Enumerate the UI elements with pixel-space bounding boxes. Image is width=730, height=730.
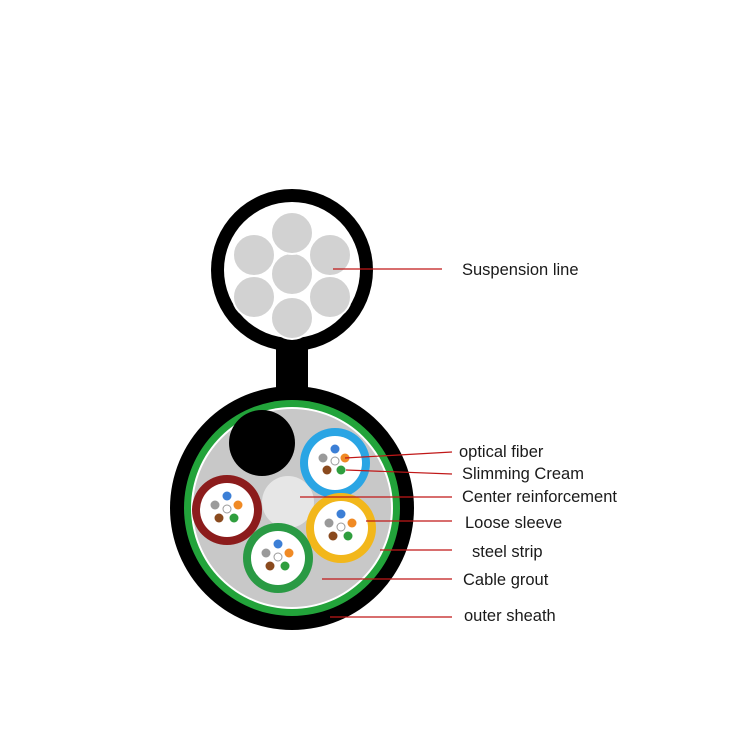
leader-lines	[300, 268, 453, 618]
label-center-reinforcement: Center reinforcement	[462, 488, 617, 506]
main-cable	[170, 386, 414, 630]
fiber	[210, 500, 220, 510]
label-cable-grout: Cable grout	[463, 571, 549, 589]
fiber	[222, 491, 232, 501]
fiber	[273, 539, 283, 549]
suspension-wire	[308, 233, 352, 277]
leader-slimming-cream	[345, 469, 453, 475]
fiber	[284, 548, 294, 558]
label-optical-fiber: optical fiber	[459, 443, 544, 461]
fiber	[280, 561, 290, 571]
fiber	[336, 509, 346, 519]
fiber	[330, 444, 340, 454]
fiber	[322, 465, 332, 475]
fiber	[336, 465, 346, 475]
label-suspension-line: Suspension line	[462, 261, 579, 279]
fiber	[330, 456, 340, 466]
fiber	[265, 561, 275, 571]
fiber	[324, 518, 334, 528]
fiber	[318, 453, 328, 463]
suspension-wire	[232, 275, 276, 319]
label-outer-sheath: outer sheath	[464, 607, 556, 625]
fiber	[233, 500, 243, 510]
loose-tube-red	[192, 475, 262, 545]
suspension-wire	[232, 233, 276, 277]
fiber	[336, 522, 346, 532]
fiber	[214, 513, 224, 523]
filler-rod	[229, 410, 295, 476]
fiber	[328, 531, 338, 541]
suspension-wire	[308, 275, 352, 319]
leader-optical-fiber	[344, 451, 453, 459]
center-reinforcement	[262, 476, 314, 528]
fiber	[261, 548, 271, 558]
fiber	[273, 552, 283, 562]
suspension-wire-center	[270, 252, 314, 296]
fiber	[343, 531, 353, 541]
suspension-line	[211, 189, 373, 400]
fiber	[222, 504, 232, 514]
label-slimming-cream: Slimming Cream	[462, 465, 584, 483]
label-steel-strip: steel strip	[472, 543, 543, 561]
fiber	[229, 513, 239, 523]
suspension-wire	[270, 211, 314, 255]
label-loose-sleeve: Loose sleeve	[465, 514, 563, 532]
fiber	[347, 518, 357, 528]
suspension-wire	[270, 296, 314, 340]
loose-tube-yellow	[306, 493, 376, 563]
loose-tube-green	[243, 523, 313, 593]
loose-tube-blue	[300, 428, 370, 498]
